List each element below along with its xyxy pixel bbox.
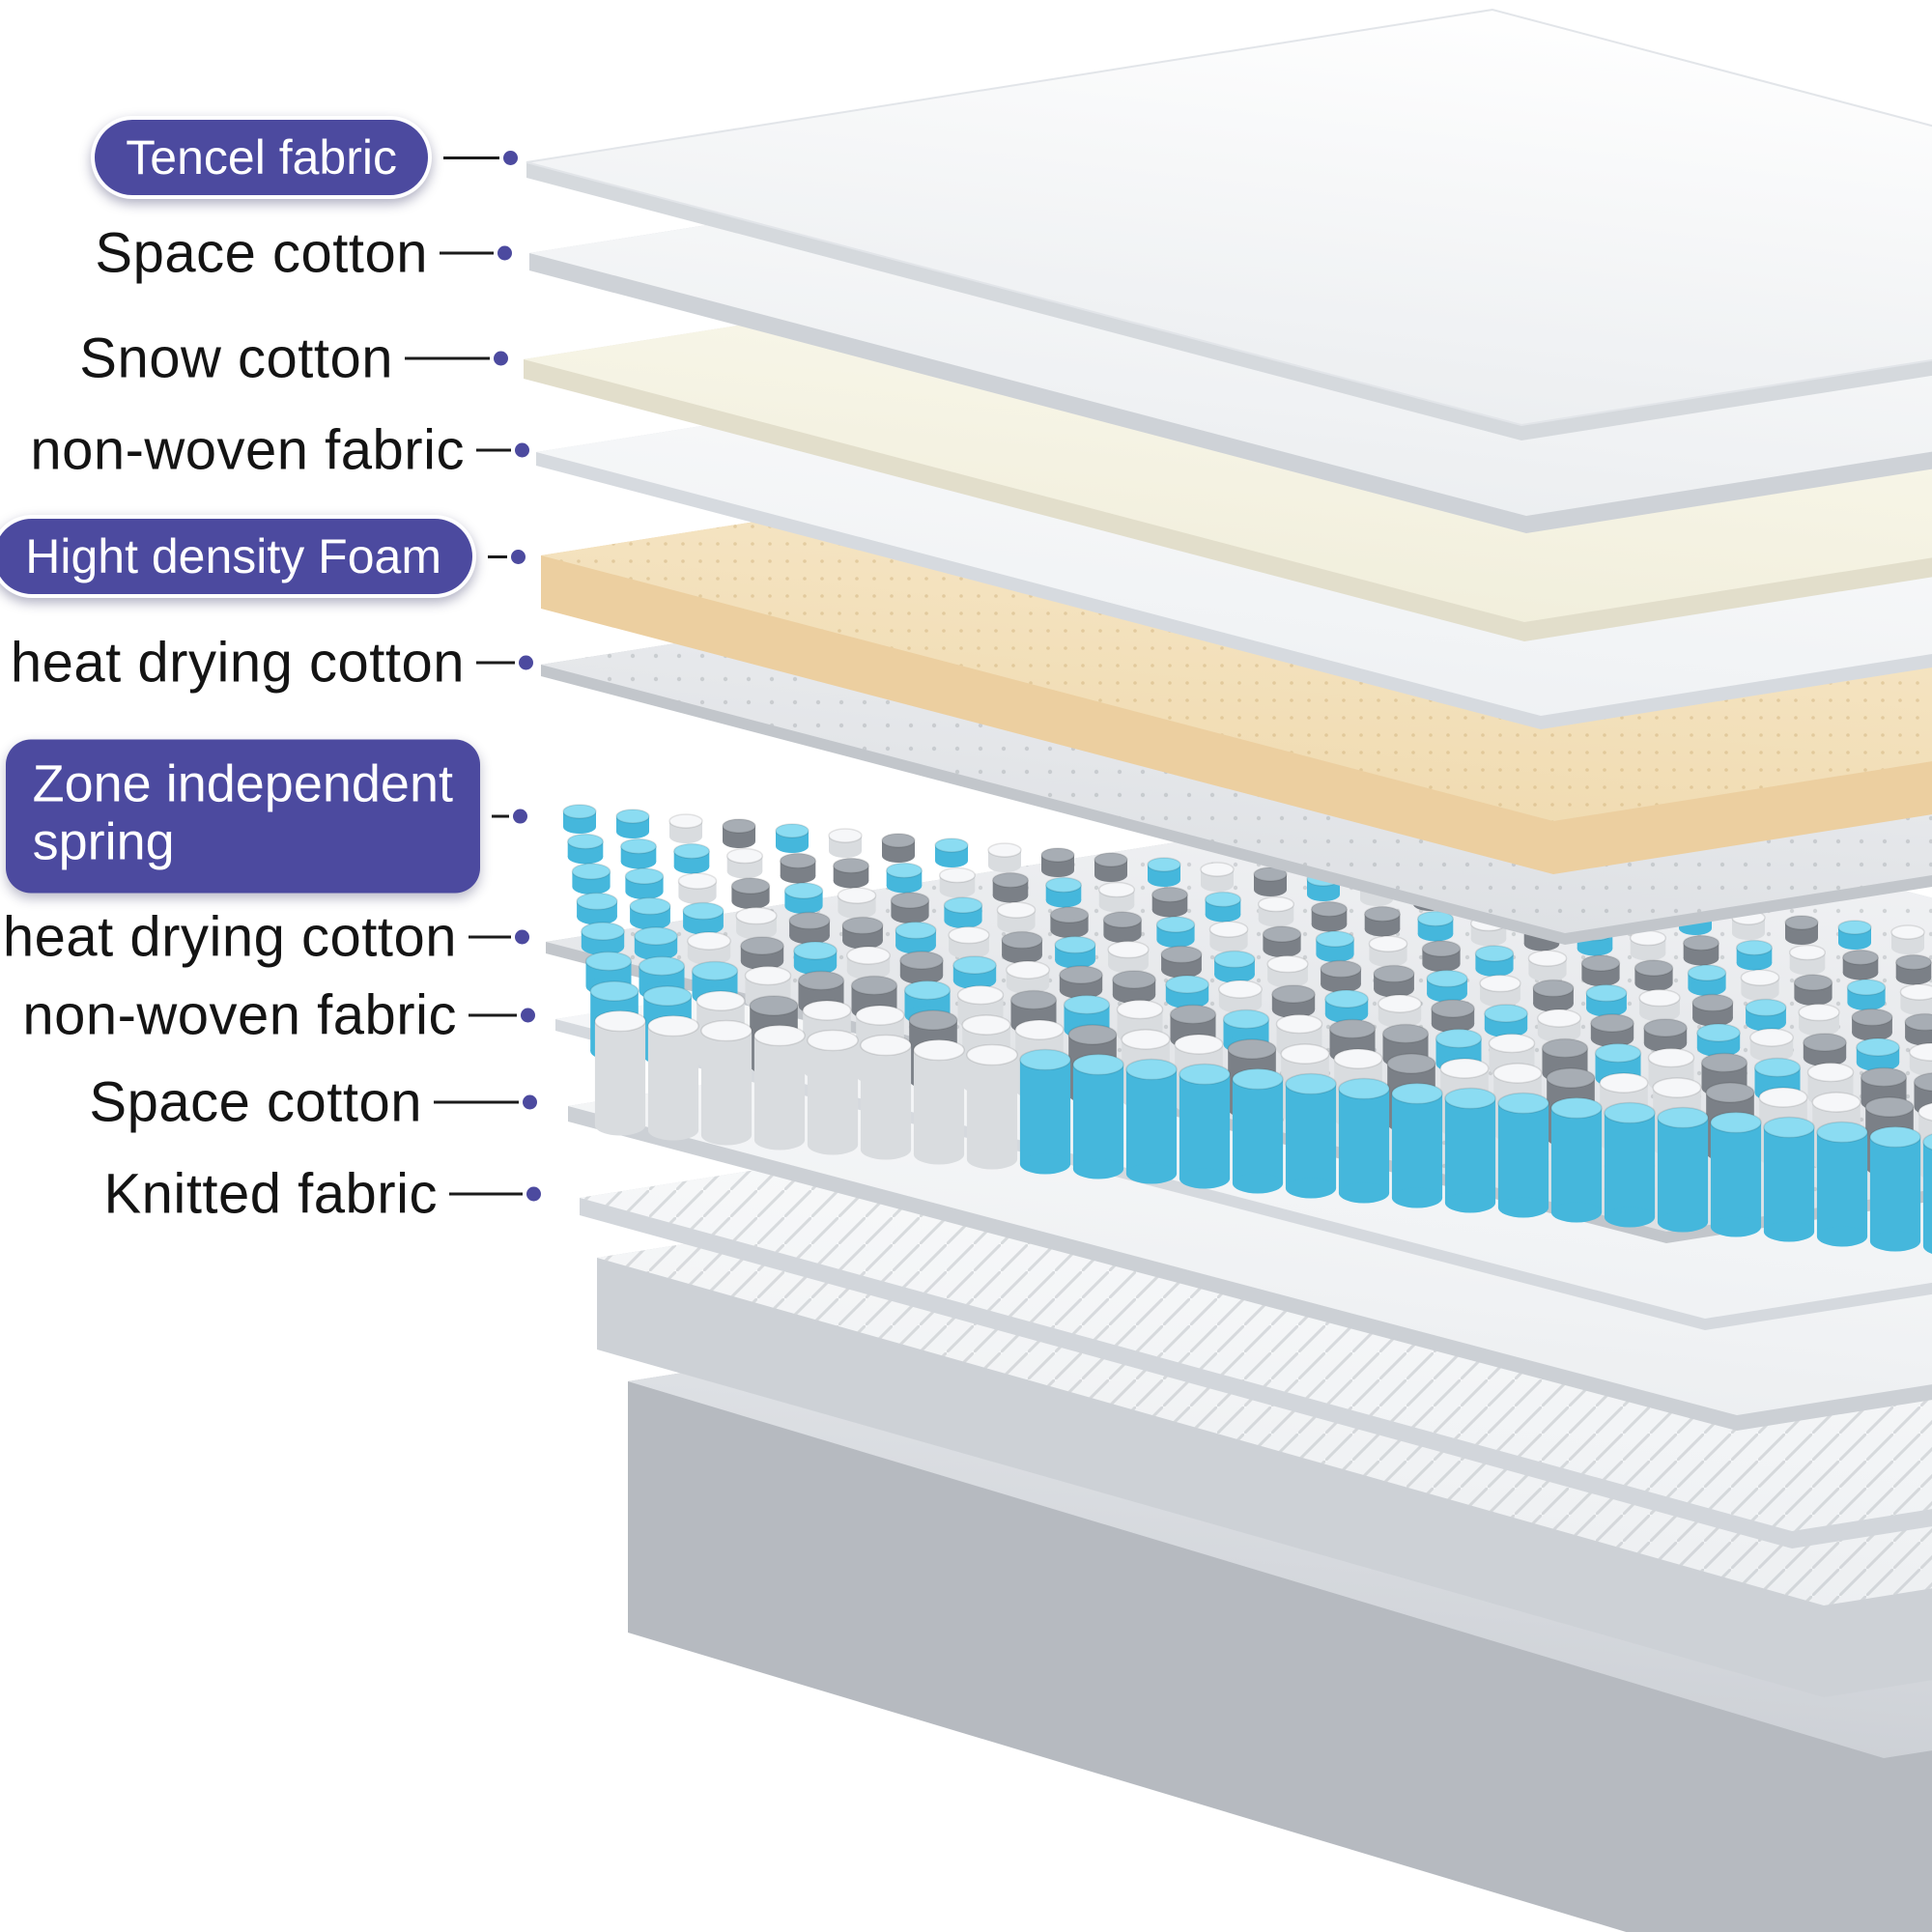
connector-line [469,935,511,939]
connector-line [405,356,490,360]
connector-line [469,1013,517,1017]
label-row-high-density-foam: Hight density Foam [0,515,526,598]
label-non-woven-bottom: non-woven fabric [22,983,457,1047]
connector-dot [497,245,512,261]
label-space-cotton-top: Space cotton [95,221,428,285]
connector-line [449,1192,523,1196]
connector-line [488,554,507,558]
label-row-space-cotton-bottom: Space cotton [0,1070,537,1135]
label-row-knitted-fabric: Knitted fabric [0,1162,541,1227]
label-non-woven-top: non-woven fabric [30,418,465,482]
layer-tencel-fabric-slab [526,8,1932,440]
connector-line [476,448,511,452]
connector-line [434,1100,519,1104]
label-row-space-cotton-top: Space cotton [0,221,512,286]
connector-line [492,814,509,818]
connector-dot [511,549,526,564]
label-row-heat-drying-cotton-bottom: heat drying cotton [0,905,529,970]
connector-line [476,661,515,665]
label-space-cotton-bottom: Space cotton [89,1070,422,1134]
label-knitted-fabric: Knitted fabric [103,1162,438,1226]
label-heat-drying-cotton-bottom: heat drying cotton [2,905,457,969]
connector-dot [521,1008,535,1023]
label-row-heat-drying-cotton-top: heat drying cotton [0,631,533,696]
label-row-zone-independent-spring: Zone independent spring [0,739,527,894]
connector-dot [519,655,533,670]
connector-dot [503,150,518,165]
label-tencel-fabric: Tencel fabric [91,116,432,199]
label-row-snow-cotton: Snow cotton [0,327,508,391]
connector-dot [494,351,508,366]
connector-dot [513,809,527,824]
label-row-non-woven-bottom: non-woven fabric [0,983,535,1048]
label-zone-line1: Zone independent [32,754,453,813]
connector-line [443,156,499,159]
label-zone-line2: spring [32,813,175,871]
label-heat-drying-cotton-top: heat drying cotton [10,631,465,695]
label-zone-independent-spring: Zone independent spring [5,739,480,894]
connector-dot [526,1186,541,1202]
connector-dot [515,442,529,458]
connector-dot [523,1094,537,1110]
label-row-non-woven-top: non-woven fabric [0,418,529,483]
label-row-tencel-fabric: Tencel fabric [0,116,518,199]
connector-dot [515,929,529,945]
label-snow-cotton: Snow cotton [79,327,393,390]
connector-line [440,251,494,255]
label-high-density-foam: Hight density Foam [0,515,476,598]
